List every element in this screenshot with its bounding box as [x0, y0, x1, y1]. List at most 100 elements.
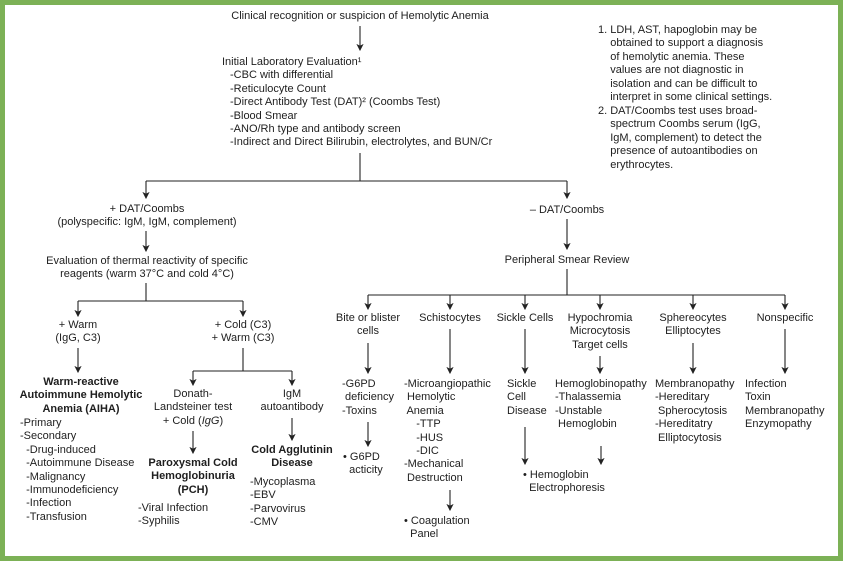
text-line: values are not diagnostic in	[598, 64, 744, 77]
text-line: -Hereditary	[655, 391, 710, 404]
text-line: -DIC	[404, 445, 439, 458]
text-line: • Coagulation	[404, 515, 470, 527]
node-cold-label: + Cold (C3)+ Warm (C3)	[193, 319, 293, 346]
text-line: Anemia (AIHA)	[42, 402, 120, 415]
text-line: -CMV	[250, 516, 279, 529]
text-line: obtained to support a diagnosis	[598, 37, 764, 50]
text-line: 2. DAT/Coombs test uses broad-	[598, 105, 758, 117]
text-line: -Toxins	[342, 404, 377, 417]
footnote-2: 2. DAT/Coombs test uses broad- spectrum …	[598, 105, 762, 172]
text-line: -CBC with differential	[230, 69, 334, 82]
text-line: (IgG, C3)	[55, 332, 101, 345]
node-pch-list: -Viral Infection-Syphilis	[138, 502, 208, 529]
text-line: Warm-reactive	[43, 376, 119, 388]
text-line: -Syphilis	[138, 515, 180, 528]
text-line: Cell	[507, 391, 526, 404]
text-line: Destruction	[404, 471, 463, 484]
text-line: Toxin	[745, 391, 771, 404]
text-line: Hemoglobinopathy	[555, 378, 647, 390]
text-line: • G6PD	[343, 451, 380, 463]
node-dat-negative: – DAT/Coombs	[529, 204, 605, 216]
text-line: -G6PD	[342, 378, 376, 390]
text-line: spectrum Coombs serum (IgG,	[598, 118, 761, 131]
node-action-g6pd-activity: • G6PD acticity	[343, 451, 383, 478]
footnote-1: 1. LDH, AST, hapoglobin may be obtained …	[598, 24, 772, 104]
donath-line3: + Cold (IgG)	[162, 414, 224, 427]
text-line: Sickle Cells	[496, 312, 554, 324]
text-line: isolation and can be difficult to	[598, 77, 758, 90]
text-line: Anemia	[404, 404, 444, 417]
text-line: Nonspecific	[756, 312, 814, 324]
text-line: -Infection	[20, 497, 72, 510]
node-findings-hemoglobinopathy: Hemoglobinopathy-Thalassemia-Unstable He…	[555, 378, 647, 432]
text-line: -Direct Antibody Test (DAT)² (Coombs Tes…	[230, 96, 441, 109]
donath-line1: Donath-	[173, 388, 213, 400]
node-clinical-recognition: Clinical recognition or suspicion of Hem…	[231, 10, 489, 22]
text-line: -Drug-induced	[20, 443, 96, 456]
text-line: -ANO/Rh type and antibody screen	[230, 123, 401, 136]
text-line: -Malignancy	[20, 470, 86, 483]
text-line: erythrocytes.	[598, 158, 674, 171]
text-line: autoantibody	[260, 401, 324, 414]
text-line: Autoimmune Hemolytic	[19, 389, 143, 402]
node-dat-positive: + DAT/Coombs (polyspecific: IgM, IgM, co…	[27, 203, 267, 230]
dat-positive-sublabel: (polyspecific: IgM, IgM, complement)	[57, 216, 237, 229]
text-line: -Unstable	[555, 404, 603, 417]
text-line: Bite or blister	[335, 312, 401, 324]
initial-eval-items: -CBC with differential-Reticulocyte Coun…	[230, 69, 492, 149]
text-line: Elliptocytosis	[655, 431, 722, 444]
text-line: Membranopathy	[655, 378, 735, 390]
text-line: Target cells	[572, 338, 628, 351]
text-line: IgM	[282, 388, 302, 400]
node-action-hemoglobin-electrophoresis: • Hemoglobin Electrophoresis	[523, 469, 605, 496]
text-line: reagents (warm 37°C and cold 4°C)	[60, 268, 234, 281]
node-aiha-list: -Primary-Secondary -Drug-induced -Autoim…	[20, 417, 134, 524]
text-line: -Secondary	[20, 430, 77, 443]
node-findings-microangiopathic: -Microangiopathic Hemolytic Anemia -TTP …	[404, 378, 491, 485]
text-line: Hemolytic	[404, 391, 456, 404]
text-line: 1. LDH, AST, hapoglobin may be	[598, 24, 757, 36]
text-line: cells	[356, 325, 379, 338]
text-line: -Blood Smear	[230, 109, 298, 122]
text-line: Hemoglobinuria	[151, 470, 235, 483]
text-line: Infection	[745, 378, 787, 390]
text-line: Elliptocytes	[665, 325, 721, 338]
text-line: Sickle	[507, 378, 537, 390]
text-line: Disease	[507, 404, 547, 417]
text-line: -Indirect and Direct Bilirubin, electrol…	[230, 136, 493, 149]
text-line: -Mechanical	[404, 458, 464, 471]
node-initial-lab-evaluation: Initial Laboratory Evaluation¹ -CBC with…	[222, 56, 492, 150]
text-line: Enzymopathy	[745, 418, 812, 431]
node-findings-g6pd: -G6PD deficiency-Toxins	[342, 378, 394, 418]
text-line: + Cold (C3)	[214, 319, 272, 331]
text-line: Panel	[404, 528, 439, 541]
text-line: -Mycoplasma	[250, 476, 316, 488]
node-header-sickle-cells: Sickle Cells	[483, 312, 567, 325]
text-line: (PCH)	[177, 483, 209, 496]
dat-positive-label: + DAT/Coombs	[109, 203, 185, 215]
text-line: Evaluation of thermal reactivity of spec…	[46, 255, 248, 267]
text-line: -TTP	[404, 418, 441, 431]
text-line: + Warm	[58, 319, 98, 331]
text-line: Electrophoresis	[523, 482, 605, 495]
node-findings-membranopathy: Membranopathy-Hereditary Spherocytosis-H…	[655, 378, 735, 445]
text-line: -Reticulocyte Count	[230, 82, 326, 95]
text-line: -Parvovirus	[250, 502, 306, 515]
text-line: Disease	[271, 457, 313, 470]
node-header-nonspecific: Nonspecific	[743, 312, 827, 325]
text-line: Paroxysmal Cold	[148, 457, 238, 469]
text-line: Schistocytes	[419, 312, 481, 324]
text-line: of hemolytic anemia. These	[598, 50, 745, 63]
text-line: interpret in some clinical settings.	[598, 91, 773, 104]
text-line: Hemoglobin	[555, 418, 617, 431]
text-line: -Immunodeficiency	[20, 484, 119, 497]
